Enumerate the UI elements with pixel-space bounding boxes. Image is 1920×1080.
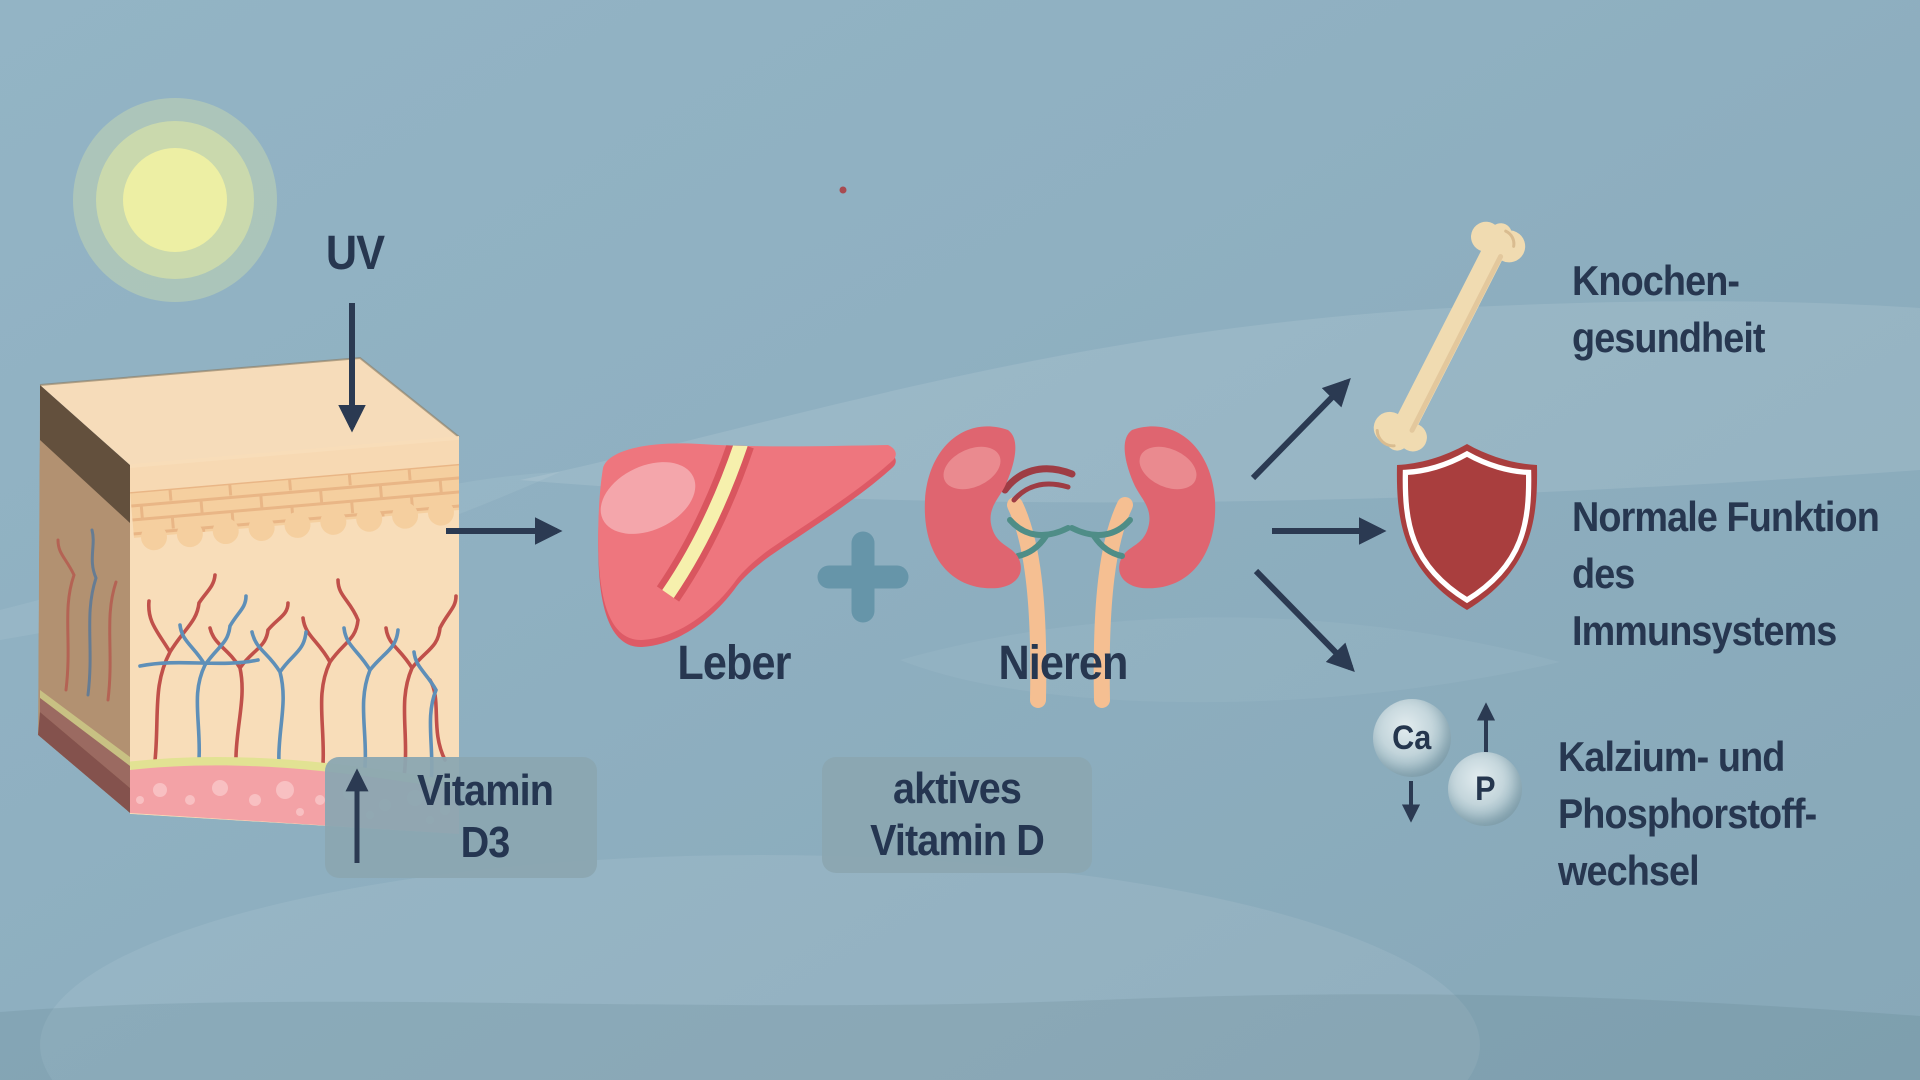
vitamin-d3-box (325, 757, 597, 878)
liver-icon (598, 443, 896, 648)
to-minerals-arrow (1253, 568, 1355, 672)
bone-health-label: Knochen- gesundheit (1572, 252, 1766, 366)
active-vitamin-d-line2: Vitamin D (870, 816, 1045, 865)
liver-label: Leber (677, 637, 791, 690)
vitamin-d3-line1: Vitamin (416, 766, 554, 815)
bone-health-line1: Knochen- (1572, 257, 1740, 304)
to-bone-arrow (1250, 378, 1351, 481)
phosphorus-sphere: P (1448, 752, 1522, 826)
shield-icon (1396, 444, 1538, 610)
active-vitamin-d-box (822, 757, 1092, 873)
immune-function-label: Normale Funktion des Immunsystems (1572, 488, 1885, 659)
minerals-line3: wechsel (1558, 847, 1700, 894)
immune-line1: Normale Funktion (1572, 493, 1880, 540)
immune-line2: des Immunsystems (1572, 550, 1837, 654)
red-dot (839, 186, 847, 194)
plus-icon (817, 531, 909, 623)
phosphorus-label: P (1474, 769, 1496, 808)
minerals-line1: Kalzium- und (1558, 733, 1785, 780)
active-vitamin-d-line1: aktives (892, 764, 1022, 813)
skin-block-illustration (38, 356, 460, 834)
bone-health-line2: gesundheit (1572, 314, 1766, 361)
flow-arrows (338, 303, 1496, 863)
sun-icon (73, 98, 277, 302)
active-vitamin-d-label: aktives Vitamin D (840, 763, 1074, 867)
kidneys-label: Nieren (998, 637, 1128, 690)
bone-icon (1373, 221, 1526, 452)
uv-label: UV (325, 227, 385, 280)
vein-vessels (138, 594, 438, 794)
vitamin-d3-line2: D3 (460, 818, 511, 867)
kidneys-icon (924, 426, 1216, 708)
calcium-sphere: Ca (1373, 699, 1451, 777)
mineral-metabolism-label: Kalzium- und Phosphorstoff- wechsel (1558, 728, 1817, 899)
minerals-line2: Phosphorstoff- (1558, 790, 1817, 837)
calcium-label: Ca (1392, 718, 1432, 757)
vitamin-d3-label: Vitamin D3 (395, 765, 575, 869)
